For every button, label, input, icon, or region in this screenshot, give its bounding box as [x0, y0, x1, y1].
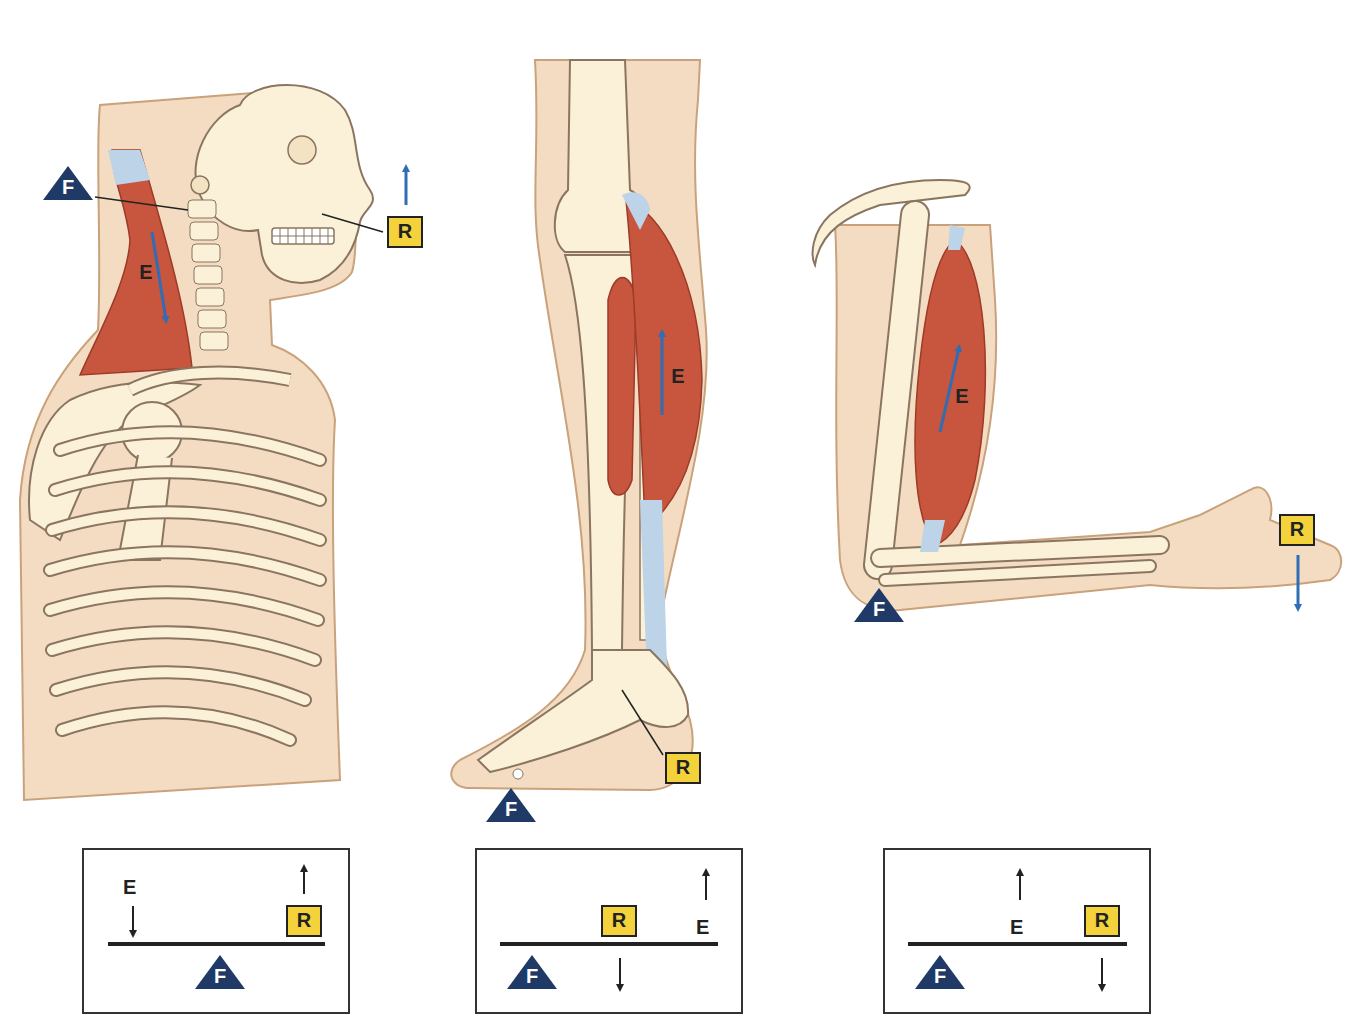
- arm-figure: [813, 180, 1342, 610]
- effort-label: E: [139, 261, 152, 283]
- fulcrum-label: F: [507, 955, 557, 987]
- effort-label: E: [1010, 916, 1023, 938]
- head-neck-figure: [20, 85, 406, 800]
- lever-frame: E R F: [883, 848, 1151, 1014]
- lever-frame: E R F: [475, 848, 743, 1014]
- resistance-label: R: [1093, 909, 1111, 931]
- lever-schematic: [108, 868, 1127, 988]
- resistance-label: R: [396, 220, 414, 242]
- resistance-label: R: [674, 756, 692, 778]
- lever-frame: E R F: [82, 848, 350, 1014]
- resistance-label: R: [1288, 518, 1306, 540]
- effort-label: E: [696, 916, 709, 938]
- fulcrum-triangle: F: [854, 588, 904, 622]
- resistance-box: R: [387, 216, 423, 248]
- effort-label: E: [955, 385, 968, 407]
- resistance-box: R: [601, 905, 637, 937]
- leg-figure: [451, 60, 706, 790]
- resistance-box: R: [665, 752, 701, 784]
- resistance-label: R: [610, 909, 628, 931]
- fulcrum-label: F: [486, 788, 536, 820]
- effort-label: E: [123, 876, 136, 898]
- fulcrum-label: F: [915, 955, 965, 987]
- fulcrum-label: F: [195, 955, 245, 987]
- fulcrum-triangle: F: [507, 955, 557, 989]
- fulcrum-label: F: [854, 588, 904, 620]
- fulcrum-triangle: F: [195, 955, 245, 989]
- fulcrum-triangle: F: [915, 955, 965, 989]
- effort-label: E: [671, 365, 684, 387]
- resistance-box: R: [1279, 514, 1315, 546]
- fulcrum-label: F: [43, 166, 93, 198]
- fulcrum-triangle: F: [486, 788, 536, 822]
- resistance-box: R: [1084, 905, 1120, 937]
- fulcrum-triangle: F: [43, 166, 93, 200]
- resistance-box: R: [286, 905, 322, 937]
- resistance-label: R: [295, 909, 313, 931]
